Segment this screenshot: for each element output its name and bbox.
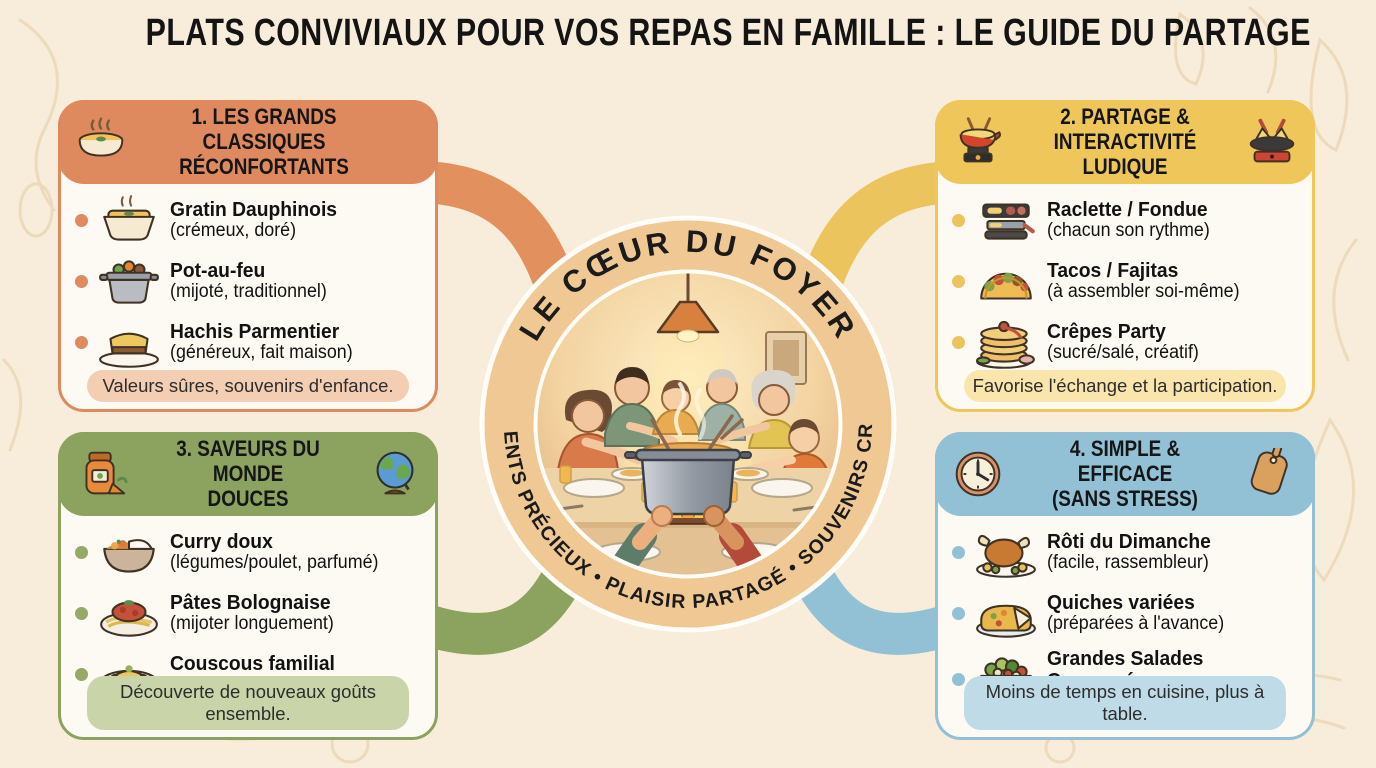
dish-name: Pot-au-feu [170, 259, 266, 283]
bullet-dot [952, 546, 965, 560]
list-item: Curry doux (légumes/poulet, parfumé) [75, 526, 425, 580]
dish-name: Gratin Dauphinois [170, 198, 338, 222]
dish-detail: (préparées à l'avance) [1047, 613, 1225, 635]
card-footer-note: Moins de temps en cuisine, plus à table. [964, 676, 1286, 730]
globe-icon [364, 443, 426, 505]
bullet-dot [952, 214, 965, 228]
center-medallion: LE CŒUR DU FOYER MOMENTS PRÉCIEUX • PLAI… [470, 206, 906, 642]
card-title: 2. PARTAGE & INTERACTIVITÉ LUDIQUE [1053, 104, 1197, 180]
dish-name: Rôti du Dimanche [1047, 530, 1211, 554]
curry-bowl-icon [96, 526, 162, 580]
spacer [396, 137, 426, 147]
list-item: Hachis Parmentier (généreux, fait maison… [75, 316, 425, 370]
dish-detail: (crémeux, doré) [170, 220, 297, 242]
page-title: PLATS CONVIVIAUX POUR VOS REPAS EN FAMIL… [145, 12, 1311, 54]
dish-detail: (chacun son rythme) [1047, 220, 1210, 242]
card-title: 3. SAVEURS DU MONDE DOUCES [176, 436, 320, 512]
dish-detail: (légumes/poulet, parfumé) [170, 552, 379, 574]
bullet-dot [75, 336, 88, 350]
bullet-dot [75, 214, 88, 228]
dish-detail: (facile, rassembleur) [1047, 552, 1209, 574]
crepes-icon [973, 316, 1039, 370]
stew-pot-icon [96, 255, 162, 309]
card-grands-classiques-header: 1. LES GRANDS CLASSIQUES RÉCONFORTANTS [58, 100, 438, 184]
card-footer-note: Favorise l'échange et la participation. [964, 370, 1286, 402]
card-grands-classiques: 1. LES GRANDS CLASSIQUES RÉCONFORTANTS G… [58, 100, 438, 412]
bullet-dot [75, 607, 88, 621]
list-item: Tacos / Fajitas (à assembler soi-même) [952, 255, 1302, 309]
list-item: Rôti du Dimanche (facile, rassembleur) [952, 526, 1302, 580]
dish-detail: (mijoté, traditionnel) [170, 281, 327, 303]
bullet-dot [952, 607, 965, 621]
dish-name: Pâtes Bolognaise [170, 591, 331, 615]
card-footer-note: Valeurs sûres, souvenirs d'enfance. [87, 370, 409, 402]
list-item: Pâtes Bolognaise (mijoter longuement) [75, 587, 425, 641]
casserole-icon [96, 194, 162, 248]
bullet-dot [952, 336, 965, 350]
family-dinner-illustration: LE CŒUR DU FOYER MOMENTS PRÉCIEUX • PLAI… [479, 215, 897, 633]
clock-icon [947, 443, 1009, 505]
cutting-board-icon [1241, 443, 1303, 505]
taco-icon [973, 255, 1039, 309]
dish-name: Raclette / Fondue [1047, 198, 1208, 222]
list-item: Crêpes Party (sucré/salé, créatif) [952, 316, 1302, 370]
gratin-steam-icon [70, 111, 132, 173]
dish-detail: (mijoter longuement) [170, 613, 334, 635]
fondue-pot-icon [947, 111, 1009, 173]
dish-name: Crêpes Party [1047, 320, 1166, 344]
bullet-dot [952, 673, 965, 687]
bullet-dot [75, 275, 88, 289]
card-footer-note: Découverte de nouveaux goûts ensemble. [87, 676, 409, 730]
dish-name: Curry doux [170, 530, 273, 554]
card-partage-interactivite: 2. PARTAGE & INTERACTIVITÉ LUDIQUE Racle… [935, 100, 1315, 412]
dish-detail: (à assembler soi-même) [1047, 281, 1240, 303]
raclette-machine-icon [1241, 111, 1303, 173]
dish-detail: (généreux, fait maison) [170, 342, 353, 364]
bullet-dot [75, 546, 88, 560]
list-item: Raclette / Fondue (chacun son rythme) [952, 194, 1302, 248]
bullet-dot [952, 275, 965, 289]
list-item: Gratin Dauphinois (crémeux, doré) [75, 194, 425, 248]
card-saveurs-du-monde: 3. SAVEURS DU MONDE DOUCES Curry doux (l… [58, 432, 438, 740]
list-item: Quiches variées (préparées à l'avance) [952, 587, 1302, 641]
spice-jar-icon [70, 443, 132, 505]
card-title: 4. SIMPLE & EFFICACE (SANS STRESS) [1052, 436, 1198, 512]
list-item: Pot-au-feu (mijoté, traditionnel) [75, 255, 425, 309]
card-simple-efficace: 4. SIMPLE & EFFICACE (SANS STRESS) Rôti … [935, 432, 1315, 740]
dish-name: Couscous familial [170, 652, 335, 676]
card-saveurs-header: 3. SAVEURS DU MONDE DOUCES [58, 432, 438, 516]
hachis-icon [96, 316, 162, 370]
quiche-icon [973, 587, 1039, 641]
card-partage-header: 2. PARTAGE & INTERACTIVITÉ LUDIQUE [935, 100, 1315, 184]
dish-name: Quiches variées [1047, 591, 1195, 615]
raclette-grill-icon [973, 194, 1039, 248]
card-simple-header: 4. SIMPLE & EFFICACE (SANS STRESS) [935, 432, 1315, 516]
spaghetti-icon [96, 587, 162, 641]
bullet-dot [75, 668, 88, 682]
dish-name: Hachis Parmentier [170, 320, 340, 344]
card-title: 1. LES GRANDS CLASSIQUES RÉCONFORTANTS [179, 104, 349, 180]
dish-detail: (sucré/salé, créatif) [1047, 342, 1199, 364]
roast-chicken-icon [973, 526, 1039, 580]
dish-name: Tacos / Fajitas [1047, 259, 1179, 283]
